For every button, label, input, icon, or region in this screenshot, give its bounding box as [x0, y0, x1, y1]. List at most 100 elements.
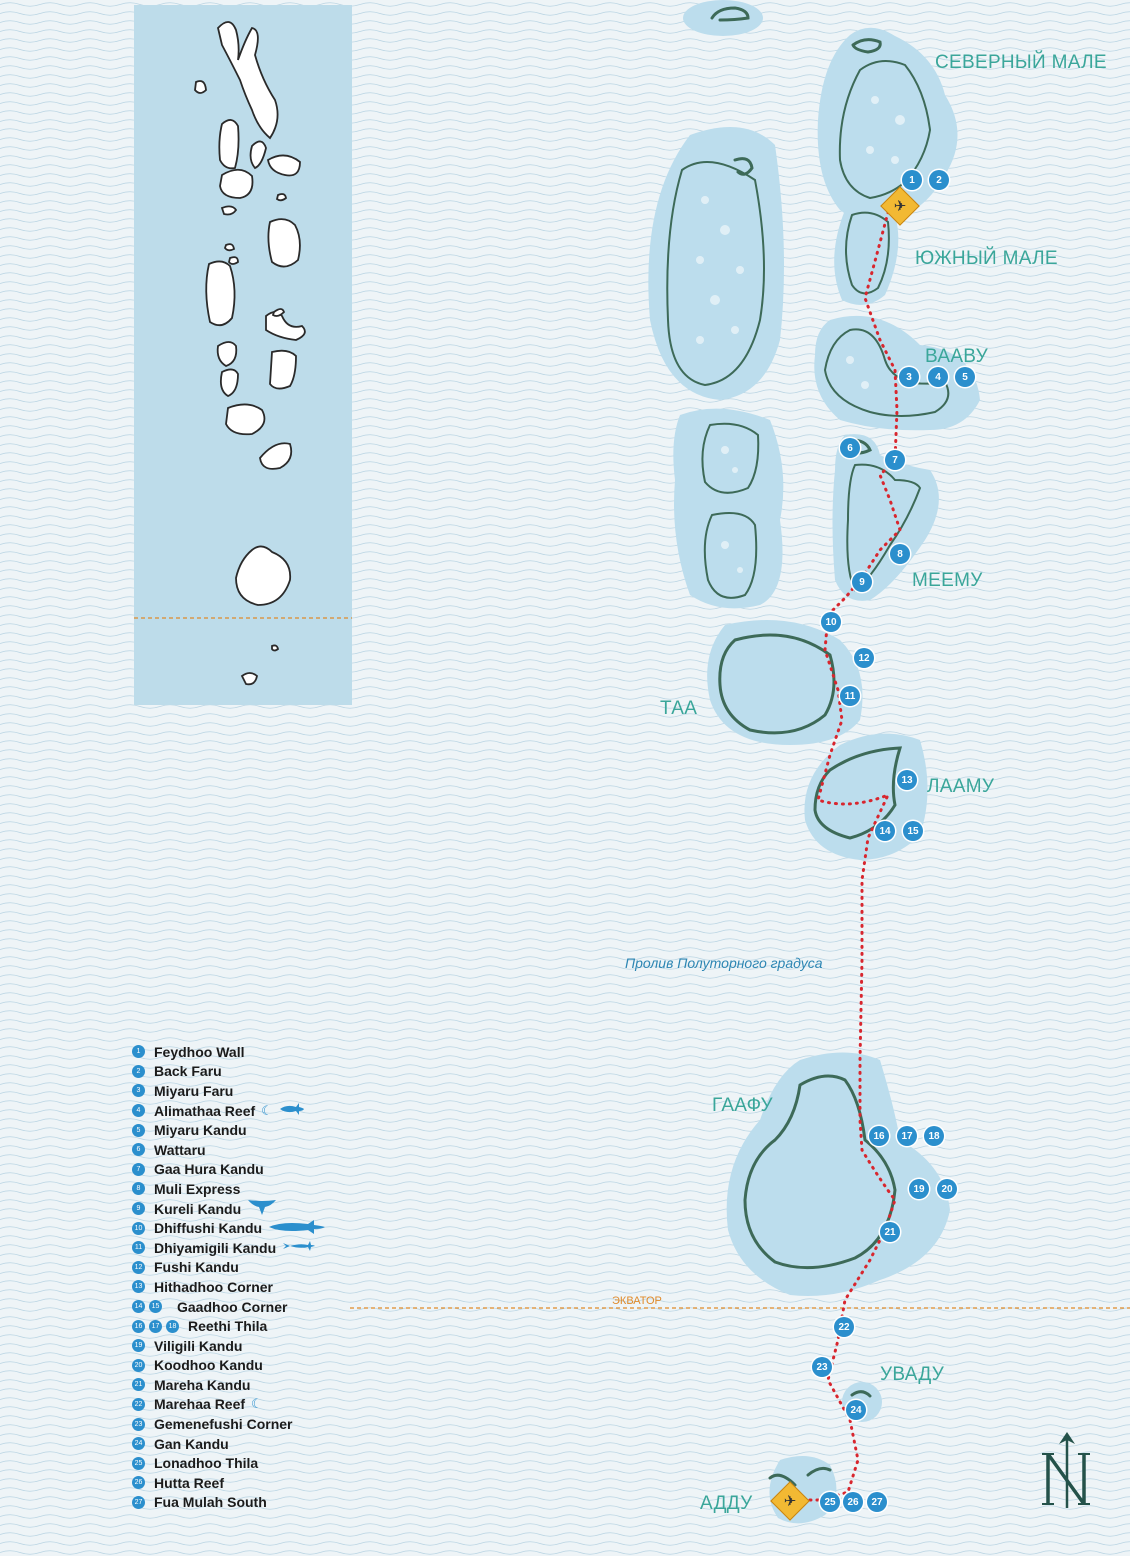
legend-item[interactable]: 8 Muli Express [132, 1179, 372, 1199]
legend-number-badge: 19 [132, 1339, 145, 1353]
legend-item[interactable]: 23 Gemenefushi Corner [132, 1414, 372, 1434]
dive-site-marker[interactable]: 25 [820, 1492, 840, 1512]
legend-site-name: Feydhoo Wall [154, 1043, 245, 1060]
legend-number-badge: 6 [132, 1143, 145, 1157]
legend-item[interactable]: 16 17 18 Reethi Thila [132, 1316, 372, 1336]
moon-icon: ☾ [261, 1102, 273, 1118]
legend-site-name: Reethi Thila [188, 1318, 268, 1335]
atoll-label-north-male: СЕВЕРНЫЙ МАЛЕ [935, 52, 1107, 73]
atoll-label-laamu: ЛААМУ [927, 776, 995, 797]
dive-site-marker[interactable]: 24 [846, 1400, 866, 1420]
dive-site-marker[interactable]: 11 [840, 686, 860, 706]
dive-site-marker[interactable]: 3 [899, 367, 919, 387]
dive-route [793, 203, 902, 1502]
dive-site-marker[interactable]: 6 [840, 438, 860, 458]
legend-site-name: Dhiyamigili Kandu [154, 1239, 277, 1256]
dive-site-marker[interactable]: 14 [875, 821, 895, 841]
atoll-label-gaafu: ГААФУ [712, 1095, 773, 1116]
legend-item[interactable]: 11 Dhiyamigili Kandu [132, 1238, 372, 1258]
legend-site-name: Gemenefushi Corner [154, 1416, 293, 1433]
legend-number-badge: 20 [132, 1358, 145, 1372]
atoll-label-meemu: МЕЕМУ [912, 570, 983, 591]
legend-number-badge: 23 [132, 1417, 145, 1431]
legend-number-badge: 5 [132, 1123, 145, 1137]
legend-site-name: Kureli Kandu [154, 1200, 242, 1217]
dive-site-marker[interactable]: 21 [880, 1222, 900, 1242]
legend-number-badge: 4 [132, 1104, 145, 1118]
whale-shark-icon [268, 1219, 326, 1238]
legend-number-badge: 22 [132, 1397, 145, 1411]
legend-number-badge: 8 [132, 1182, 145, 1196]
dive-site-marker[interactable]: 16 [869, 1126, 889, 1146]
legend-number-badge: 1 [132, 1045, 145, 1059]
legend-number-badge: 10 [132, 1221, 145, 1235]
dive-site-marker[interactable]: 2 [929, 170, 949, 190]
dive-site-marker[interactable]: 15 [903, 821, 923, 841]
legend-number-badge: 11 [132, 1241, 145, 1255]
atoll-label-addu: АДДУ [700, 1493, 753, 1514]
dive-site-marker[interactable]: 26 [843, 1492, 863, 1512]
dive-site-marker[interactable]: 13 [897, 770, 917, 790]
strait-label: Пролив Полуторного градуса [625, 955, 823, 971]
legend-site-name: Gaa Hura Kandu [154, 1161, 264, 1178]
dive-site-marker[interactable]: 7 [885, 450, 905, 470]
legend-number-badge: 26 [132, 1476, 145, 1490]
legend-number-badge: 14 [132, 1300, 145, 1314]
dive-site-marker[interactable]: 1 [902, 170, 922, 190]
legend-site-name: Back Faru [154, 1063, 222, 1080]
legend-item[interactable]: 7 Gaa Hura Kandu [132, 1160, 372, 1180]
legend-number-badge: 18 [166, 1319, 179, 1333]
legend-item[interactable]: 1 Feydhoo Wall [132, 1042, 372, 1062]
equator-label: ЭКВАТОР [612, 1295, 662, 1307]
legend-number-badge: 7 [132, 1162, 145, 1176]
legend-site-name: Gan Kandu [154, 1435, 229, 1452]
atoll-label-south-male: ЮЖНЫЙ МАЛЕ [915, 248, 1058, 269]
legend-number-badge: 9 [132, 1202, 145, 1216]
dive-site-marker[interactable]: 10 [821, 612, 841, 632]
dive-site-marker[interactable]: 18 [924, 1126, 944, 1146]
legend-site-name: Wattaru [154, 1141, 206, 1158]
legend-site-name: Fua Mulah South [154, 1494, 267, 1511]
dive-site-marker[interactable]: 19 [909, 1179, 929, 1199]
legend-site-name: Miyaru Faru [154, 1082, 234, 1099]
dive-site-marker[interactable]: 27 [867, 1492, 887, 1512]
legend-site-name: Marehaa Reef [154, 1396, 246, 1413]
dive-site-marker[interactable]: 4 [928, 367, 948, 387]
dive-site-marker[interactable]: 23 [812, 1357, 832, 1377]
legend-item[interactable]: 20 Koodhoo Kandu [132, 1356, 372, 1376]
dive-site-marker[interactable]: 5 [955, 367, 975, 387]
legend-item[interactable]: 6 Wattaru [132, 1140, 372, 1160]
dive-site-marker[interactable]: 9 [852, 572, 872, 592]
legend-number-badge: 16 [132, 1319, 145, 1333]
dive-site-marker[interactable]: 8 [890, 544, 910, 564]
north-arrow-icon [1042, 1432, 1090, 1508]
shark-icon [279, 1103, 305, 1118]
legend-site-name: Koodhoo Kandu [154, 1357, 263, 1374]
legend-number-badge: 17 [149, 1319, 162, 1333]
dive-site-marker[interactable]: 22 [834, 1317, 854, 1337]
dive-site-marker[interactable]: 20 [937, 1179, 957, 1199]
dive-site-marker[interactable]: 17 [897, 1126, 917, 1146]
legend-site-name: Muli Express [154, 1180, 241, 1197]
legend-number-badge: 15 [149, 1300, 162, 1314]
dive-site-marker[interactable]: 12 [854, 648, 874, 668]
legend-item[interactable]: 9 Kureli Kandu [132, 1199, 372, 1219]
legend-site-name: Lonadhoo Thila [154, 1455, 259, 1472]
reef-texture [696, 96, 905, 573]
